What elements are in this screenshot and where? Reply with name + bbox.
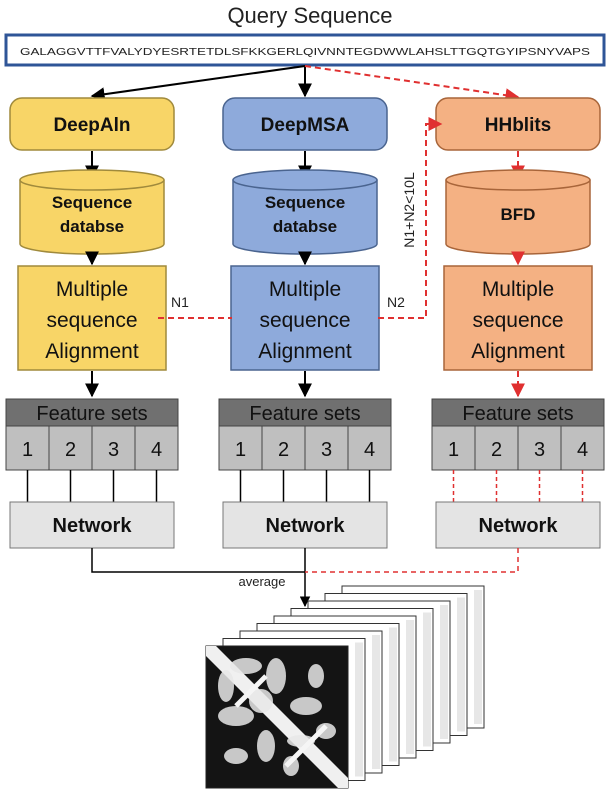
feature-cell-hhblits [517,425,562,471]
tool-label-deepmsa: DeepMSA [261,115,350,136]
database-label-deepaln: databse [60,217,124,236]
msa-label-deepmsa: Alignment [258,340,352,363]
msa-label-deepmsa: Multiple [269,278,341,301]
msa-box-hhblits [443,265,593,371]
feature-title-deepaln: Feature sets [36,403,147,425]
query-sequence-text: GALAGGVTTFVALYDYESRTETDLSFKKGERLQIVNNTEG… [20,46,590,58]
network-box-deepmsa [222,501,388,549]
msa-box-deepmsa [230,265,380,371]
connector-deepaln-network [91,548,305,573]
msa-label-hhblits: Alignment [471,340,565,363]
diagram-title: Query Sequence [227,3,392,28]
feature-number-hhblits: 3 [534,439,545,461]
database-label-deepmsa: Sequence [265,193,345,212]
arrow-query-to-deepaln [90,65,306,102]
feature-cell-deepaln [5,425,50,471]
feature-title-hhblits: Feature sets [462,403,573,425]
network-label-deepmsa: Network [266,515,346,537]
feature-number-deepaln: 1 [22,439,33,461]
database-deepaln: Sequence databse [19,169,165,255]
tool-box-deepmsa [222,97,388,151]
edge-label-condition: N1+N2<10L [401,172,417,248]
feature-number-deepmsa: 3 [321,439,332,461]
feature-number-hhblits: 4 [577,439,588,461]
msa-label-deepaln: sequence [46,309,137,332]
query-sequence-box [4,33,606,67]
edge-n2 [378,117,443,319]
arrow-query-to-hhblits [304,65,520,103]
msa-label-hhblits: sequence [472,309,563,332]
label-average: average [239,574,286,589]
tool-box-deepaln [9,97,175,151]
database-deepmsa: Sequence databse [232,169,378,255]
feature-cell-deepaln [91,425,136,471]
msa-label-deepmsa: sequence [259,309,350,332]
feature-number-deepmsa: 4 [364,439,375,461]
database-hhblits: BFD [445,169,591,255]
feature-cell-deepaln [134,425,179,471]
feature-number-deepmsa: 1 [235,439,246,461]
feature-number-deepaln: 4 [151,439,162,461]
tool-label-hhblits: HHblits [485,115,552,136]
msa-box-deepaln [17,265,167,371]
feature-cell-deepmsa [347,425,392,471]
msa-label-hhblits: Multiple [482,278,554,301]
edge-label-n2: N2 [387,294,405,310]
feature-header-deepaln [5,398,179,427]
feature-number-deepaln: 3 [108,439,119,461]
network-label-deepaln: Network [53,515,133,537]
msa-label-deepaln: Alignment [45,340,139,363]
feature-cell-deepmsa [261,425,306,471]
feature-title-deepmsa: Feature sets [249,403,360,425]
feature-number-deepmsa: 2 [278,439,289,461]
database-label-deepaln: Sequence [52,193,132,212]
feature-number-hhblits: 2 [491,439,502,461]
feature-cell-hhblits [560,425,605,471]
edge-label-n1: N1 [171,294,189,310]
database-label-hhblits: BFD [501,205,536,224]
connector-hhblits-network [305,548,519,573]
network-label-hhblits: Network [479,515,559,537]
feature-number-deepaln: 2 [65,439,76,461]
tool-label-deepaln: DeepAln [53,115,130,136]
msa-label-deepaln: Multiple [56,278,128,301]
feature-cell-deepmsa [218,425,263,471]
contact-map-front [205,645,349,789]
feature-number-hhblits: 1 [448,439,459,461]
database-label-deepmsa: databse [273,217,337,236]
network-box-deepaln [9,501,175,549]
contact-map-stack [205,585,485,789]
feature-header-hhblits [431,398,605,427]
